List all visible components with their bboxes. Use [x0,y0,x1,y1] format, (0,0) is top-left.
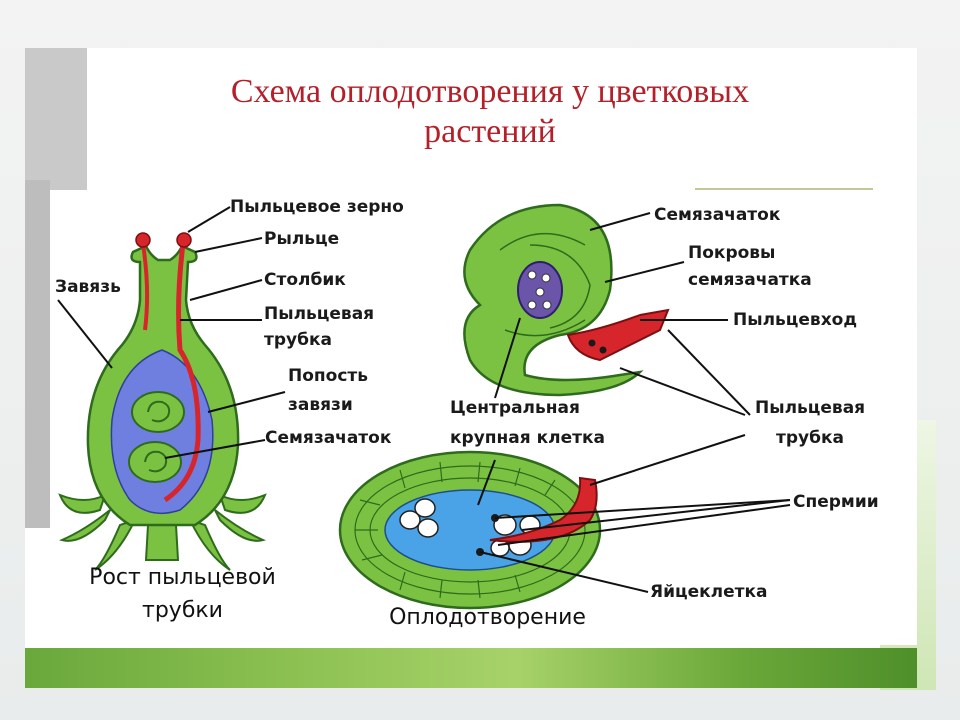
label-ovule-left: Семязачаток [265,428,392,448]
decor-green-band [25,648,917,688]
label-egg-cell: Яйцеклетка [650,582,768,602]
label-central-cell-line2: крупная клетка [450,428,605,448]
label-style: Столбик [264,270,346,290]
title-line-2: растений [424,113,556,150]
caption-fertilization: Оплодотворение [389,605,586,630]
label-pollen-tube-right-line1: Пыльцевая [755,398,866,418]
caption-growth-line1: Рост пыльцевой [89,565,276,590]
sepals [58,493,267,571]
label-ovary-cavity-line2: завязи [288,395,353,415]
title-line-1: Схема оплодотворения у цветковых [230,73,750,110]
label-ovary: Завязь [55,277,121,297]
label-integuments-line2: семязачатка [688,270,812,290]
ovule-illustration [463,203,670,397]
fertilization-illustration [338,450,602,610]
ovule-upper [131,391,185,433]
label-ovule-right: Семязачаток [654,205,781,225]
slide-title: Схема оплодотворения у цветковых растени… [140,72,840,152]
label-integuments-line1: Покровы [688,243,776,263]
pointer-lines [57,206,791,593]
label-pollen-tube-line2: трубка [264,330,332,350]
pollen-grain-left [135,232,151,248]
decor-line [695,188,873,190]
decor-grey-band-inner [25,180,50,528]
label-pollen-tube-line1: Пыльцевая [264,304,375,324]
pollen-grain-right [176,232,192,248]
pollen-tube-left [141,243,150,331]
label-ovary-cavity-line1: Попость [288,366,369,386]
label-stigma: Рыльце [264,229,340,249]
label-pollen-tube-right-line2: трубка [776,428,844,448]
ovule-lower [128,441,182,483]
label-sperm: Спермии [793,492,879,512]
pollen-tube-right [163,243,201,503]
stem [144,524,180,561]
label-micropyle: Пыльцевход [733,310,858,330]
caption-growth-line2: трубки [142,598,223,623]
pistil-illustration [58,232,267,571]
label-pollen-grain: Пыльцевое зерно [230,197,404,217]
antipodal-cells [399,498,439,538]
pollen-tube-upper-right [566,308,670,362]
label-central-cell-line1: Центральная [450,398,580,418]
